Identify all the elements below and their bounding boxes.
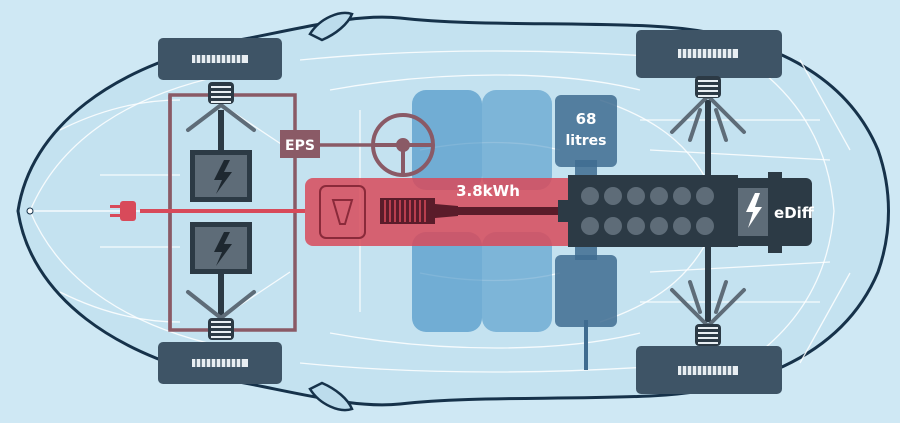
fuel-capacity-number: 68 — [576, 110, 597, 128]
wheels — [158, 30, 782, 394]
rear-axle — [670, 94, 746, 328]
lightning-bolt-icon — [214, 232, 232, 266]
engine-cylinders — [581, 187, 714, 235]
battery-pack: 3.8kWh — [380, 182, 570, 224]
plug-icon — [110, 201, 136, 221]
coil-spring-icon — [695, 76, 721, 346]
engine-block — [558, 175, 738, 247]
battery-capacity-label: 3.8kWh — [456, 182, 520, 200]
front-tip — [26, 207, 34, 215]
fuel-capacity-unit: litres — [565, 133, 606, 149]
front-motor-upper — [190, 150, 252, 202]
front-right-wheel — [158, 342, 282, 384]
rear-right-wheel — [636, 346, 782, 394]
front-motors — [186, 103, 256, 320]
lightning-bolt-icon — [214, 160, 232, 194]
steering-wheel-icon — [371, 113, 435, 177]
front-left-wheel — [158, 38, 282, 80]
seats — [412, 90, 552, 332]
ediff-unit: eDiff — [732, 172, 815, 253]
rear-left-wheel — [636, 30, 782, 78]
coil-spring-icon — [208, 82, 234, 340]
eps-unit: EPS — [280, 130, 320, 158]
ediff-label: eDiff — [774, 204, 815, 222]
eps-label: EPS — [285, 138, 315, 154]
lightning-bolt-icon — [746, 193, 762, 228]
front-motor-lower — [190, 222, 252, 274]
